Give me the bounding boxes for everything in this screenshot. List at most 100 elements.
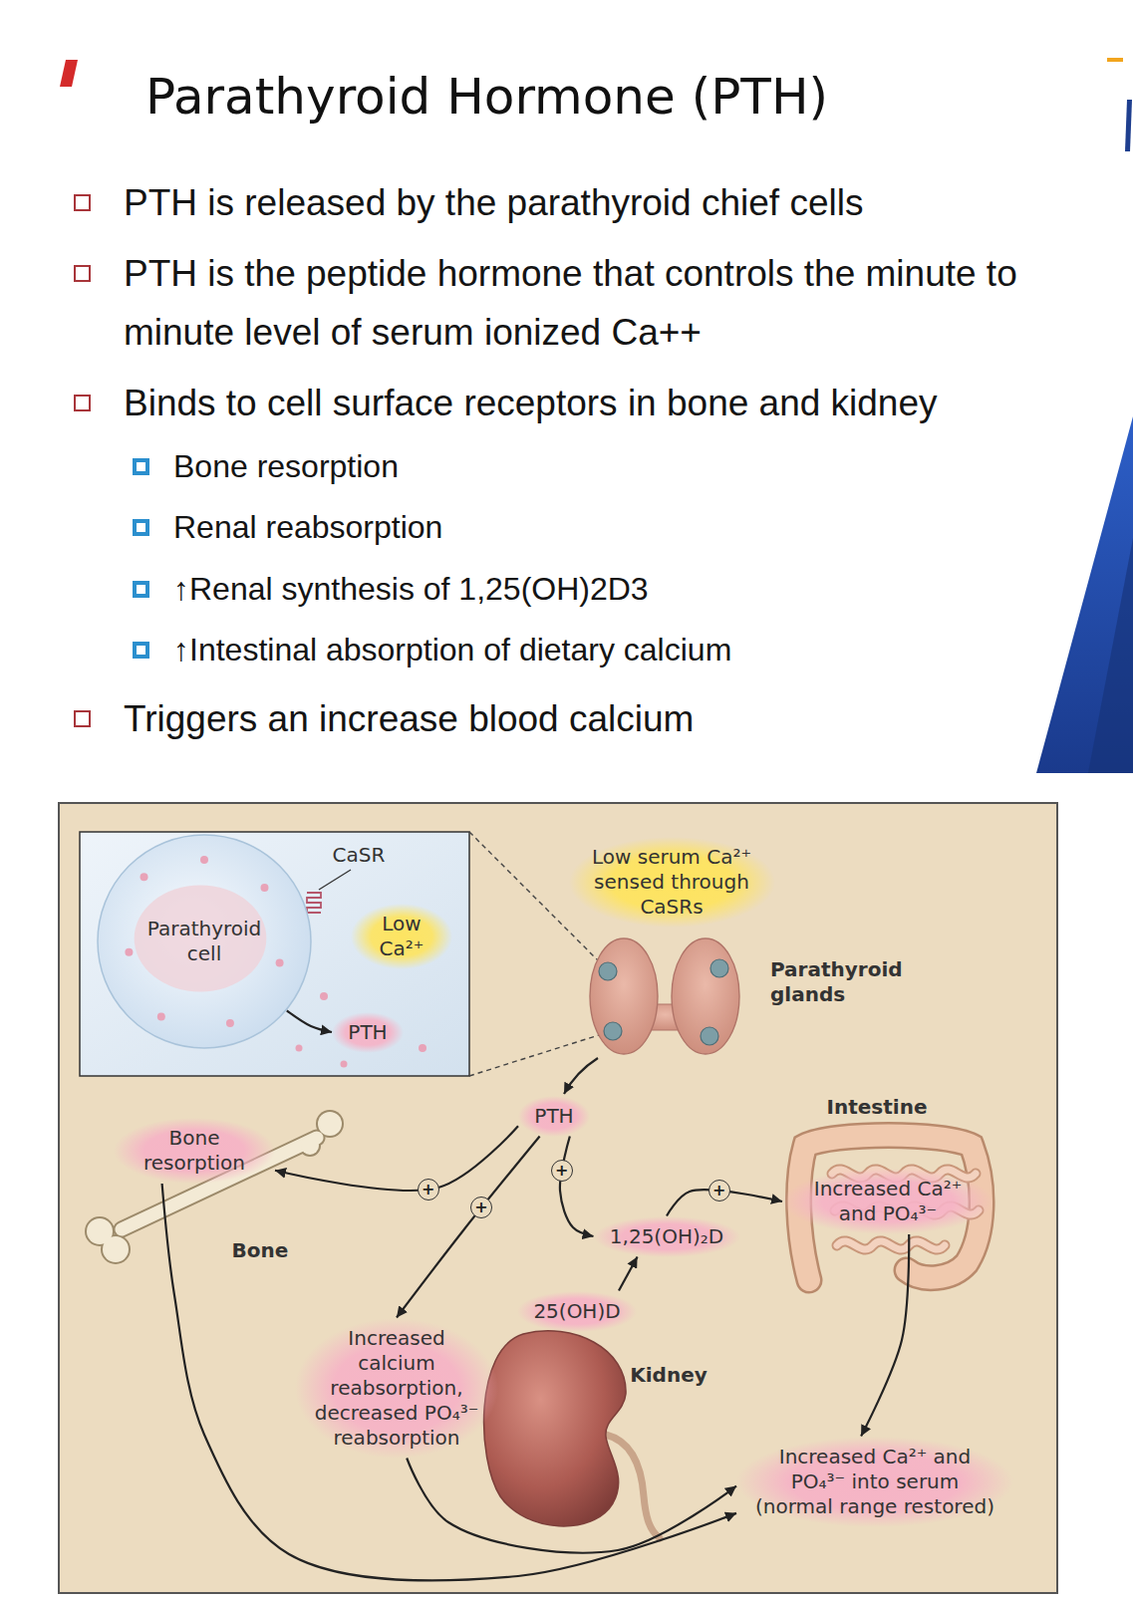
cell-circle: Parathyroid cell: [96, 834, 312, 1050]
node-text: 25(OH)D: [533, 1299, 620, 1325]
granule: [276, 959, 284, 968]
organ-label: Kidney: [629, 1363, 708, 1389]
signal-glow: Low Ca²⁺: [350, 903, 453, 970]
bullet-text: Binds to cell surface receptors in bone …: [123, 373, 938, 433]
stimulation-sign: +: [708, 1179, 731, 1202]
cell-membrane: [97, 835, 311, 1049]
node-text: 1,25(OH)₂D: [609, 1224, 724, 1250]
stimulation-sign: +: [470, 1196, 493, 1219]
label-anchor: PTH is released by the parathyroid chief…: [123, 173, 863, 233]
node-text: Bone resorption: [129, 1126, 260, 1176]
granule: [157, 1013, 166, 1022]
node-text: Increased Ca²⁺ and PO₄³⁻: [798, 1176, 978, 1227]
part-label: CaSR: [332, 843, 386, 868]
granule: [124, 948, 133, 957]
node-text: Low serum Ca²⁺ sensed through CaSRs: [584, 845, 760, 920]
label-anchor: Parathyroid glands: [770, 957, 935, 1008]
connector-arrow: [618, 1257, 638, 1292]
slide-title: Parathyroid Hormone (PTH): [145, 66, 829, 127]
node-text: Increased Ca²⁺ and PO₄³⁻ into serum (nor…: [752, 1444, 998, 1520]
organ-label: Intestine: [827, 1095, 928, 1121]
title-anchor: Parathyroid Hormone (PTH): [145, 66, 829, 127]
label-anchor: Binds to cell surface receptors in bone …: [123, 373, 938, 433]
organ-label: Parathyroid glands: [770, 957, 935, 1008]
edge-label-anchor: +: [470, 1196, 493, 1219]
edge-label-anchor: +: [551, 1159, 573, 1182]
sub-bullet-text: ↑Intestinal absorption of dietary calciu…: [173, 630, 732, 669]
granule: [340, 1061, 348, 1069]
node-text: PTH: [347, 1020, 387, 1046]
connector-arrow: [406, 1458, 737, 1554]
edge-label-anchor: +: [417, 1178, 440, 1201]
organ-label: Bone: [232, 1238, 289, 1264]
thyroid-lobe: [671, 938, 740, 1055]
side-panel: [1036, 416, 1133, 774]
effect-glow: Increased calcium reabsorption, decrease…: [294, 1318, 499, 1459]
connector-arrow: [286, 1010, 332, 1033]
connector-arrow: [275, 1126, 519, 1191]
result-glow: Increased Ca²⁺ and PO₄³⁻ into serum (nor…: [736, 1436, 1014, 1528]
bullet-text: PTH is the peptide hormone that controls…: [123, 244, 1106, 362]
corner-dash: [1107, 57, 1124, 62]
granule: [260, 883, 269, 892]
label-anchor: Intestine: [827, 1095, 928, 1121]
granule: [295, 1045, 303, 1053]
node-text: Low Ca²⁺: [366, 911, 437, 962]
corner-mark: [59, 59, 78, 87]
bone-head: [317, 1112, 342, 1136]
edge-label-anchor: +: [708, 1179, 731, 1202]
label-anchor: PTH is the peptide hormone that controls…: [123, 244, 1106, 362]
stimulation-sign: +: [551, 1159, 573, 1182]
node-text: PTH: [534, 1104, 573, 1130]
secretion-arrow: [564, 1058, 598, 1095]
hormone-glow: PTH: [331, 1012, 404, 1054]
bone-trochanter: [300, 1136, 319, 1155]
leader-line: [318, 869, 351, 890]
connector-arrow: [162, 1183, 737, 1581]
granule: [200, 855, 209, 864]
sub-bullet-text: Renal reabsorption: [173, 508, 443, 547]
label-anchor: Triggers an increase blood calcium: [123, 689, 694, 749]
granule: [319, 992, 328, 1001]
bullet-text: PTH is released by the parathyroid chief…: [123, 173, 863, 233]
connector-arrow: [860, 1234, 909, 1437]
effect-glow: Increased Ca²⁺ and PO₄³⁻: [782, 1168, 994, 1235]
label-anchor: Renal reabsorption: [173, 508, 443, 547]
signal-glow: Low serum Ca²⁺ sensed through CaSRs: [568, 837, 776, 928]
parathyroid-gland: [598, 962, 617, 981]
hormone-glow: PTH: [518, 1096, 590, 1137]
metabolite-glow: 1,25(OH)₂D: [593, 1216, 741, 1258]
parathyroid-gland: [710, 959, 729, 978]
node-text: Increased calcium reabsorption, decrease…: [310, 1326, 483, 1451]
label-anchor: Kidney: [629, 1363, 708, 1389]
side-panel-shade: [1088, 538, 1133, 774]
thyroid-lobe: [589, 938, 658, 1055]
connector-arrow: [560, 1136, 594, 1238]
label-anchor: ↑Renal synthesis of 1,25(OH)2D3: [173, 569, 649, 608]
bone-condyle: [102, 1236, 129, 1263]
kidney-drawing: [484, 1331, 627, 1527]
effect-glow: Bone resorption: [113, 1118, 276, 1184]
bullet-text: Triggers an increase blood calcium: [123, 689, 694, 749]
stimulation-sign: +: [417, 1178, 440, 1201]
inset-box: [79, 832, 470, 1077]
metabolite-glow: 25(OH)D: [517, 1291, 637, 1333]
label-anchor: Bone: [232, 1238, 289, 1264]
parathyroid-gland: [700, 1027, 719, 1046]
parathyroid-gland: [603, 1022, 622, 1041]
granule: [140, 872, 149, 881]
diagram-frame: [58, 803, 1058, 1594]
side-stripe: [1125, 99, 1133, 152]
casr-receptor: [306, 892, 321, 913]
node-text: Parathyroid cell: [139, 916, 270, 967]
label-anchor: ↑Intestinal absorption of dietary calciu…: [173, 630, 732, 669]
femur-drawing: [84, 1110, 344, 1265]
granule: [226, 1019, 235, 1028]
sub-bullet-text: Bone resorption: [173, 447, 399, 486]
sub-bullet-text: ↑Renal synthesis of 1,25(OH)2D3: [173, 569, 649, 608]
label-anchor: CaSR: [332, 843, 386, 868]
